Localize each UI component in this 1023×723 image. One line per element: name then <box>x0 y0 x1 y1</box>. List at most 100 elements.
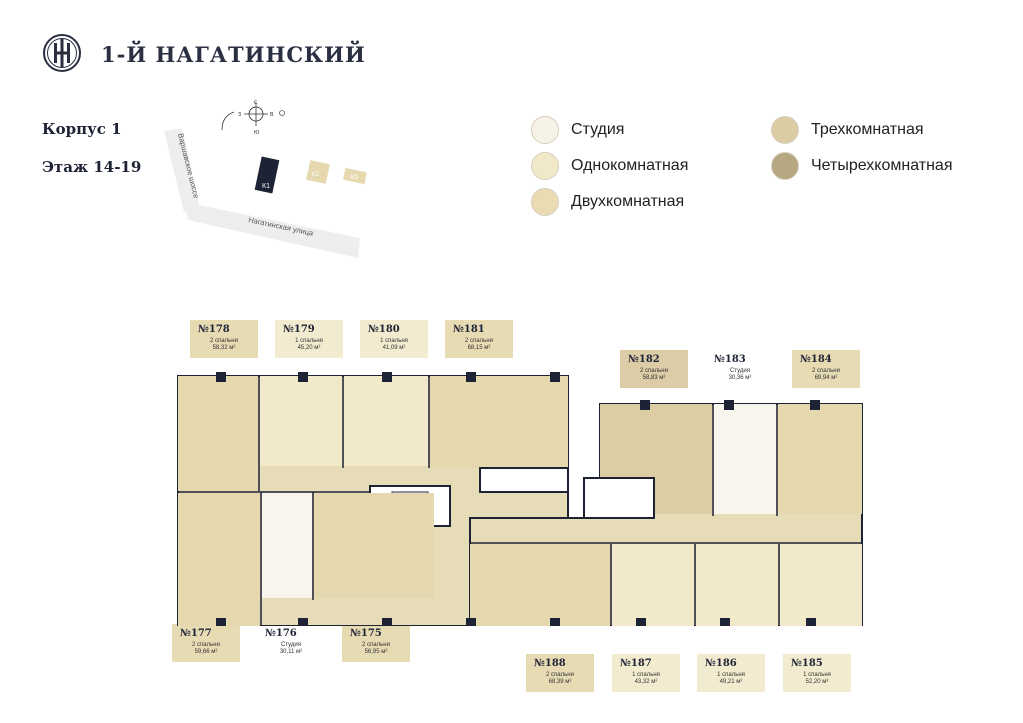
legend-swatch <box>771 152 799 180</box>
apartment-number: №182 <box>628 354 660 365</box>
apartment-area: 69,94 м² <box>814 375 838 381</box>
apartment-card-185[interactable]: №185 1 спальня 52,20 м² <box>783 654 851 692</box>
apartment-number: №177 <box>180 628 212 639</box>
apartment-type: Студия <box>729 368 751 374</box>
apt-fill-186[interactable] <box>696 544 778 626</box>
apt-fill-177[interactable] <box>178 493 260 626</box>
apt-fill-175[interactable] <box>314 493 434 598</box>
compass-icon: С Ю З В <box>221 100 285 136</box>
floor-plan <box>177 372 863 626</box>
apartment-area: 49,21 м² <box>719 679 743 685</box>
legend-swatch <box>531 152 559 180</box>
core-right <box>583 477 655 519</box>
apt-fill-187[interactable] <box>612 544 694 626</box>
apartment-card-175[interactable]: №175 2 спальни 56,95 м² <box>342 624 410 662</box>
apartment-number: №178 <box>198 324 230 335</box>
elevator-block <box>479 467 569 493</box>
apartment-number: №185 <box>791 658 823 669</box>
apartment-card-186[interactable]: №186 1 спальня 49,21 м² <box>697 654 765 692</box>
brand-logo-icon <box>43 34 81 72</box>
apartment-area: 58,32 м² <box>212 345 236 351</box>
apt-fill-180[interactable] <box>344 376 428 466</box>
apartment-number: №175 <box>350 628 382 639</box>
apartment-type: 2 спальни <box>210 338 238 344</box>
apartment-card-180[interactable]: №180 1 спальня 41,09 м² <box>360 320 428 358</box>
apartment-type: 2 спальни <box>546 672 574 678</box>
apartment-type: 2 спальни <box>812 368 840 374</box>
legend-item-two-room: Двухкомнатная <box>531 188 684 216</box>
legend-label: Двухкомнатная <box>571 193 685 210</box>
apartment-type: 1 спальня <box>717 672 745 678</box>
apartment-card-178[interactable]: №178 2 спальни 58,32 м² <box>190 320 258 358</box>
building-k3-label: К3 <box>351 175 358 181</box>
legend-swatch <box>531 116 559 144</box>
compass-north: С <box>254 100 258 106</box>
apartment-card-181[interactable]: №181 2 спальни 68,15 м² <box>445 320 513 358</box>
apartment-card-188[interactable]: №188 2 спальни 68,39 м² <box>526 654 594 692</box>
apartment-area: 30,36 м² <box>728 375 752 381</box>
building-k1 <box>254 156 280 194</box>
building-k2-label: К2 <box>312 172 319 178</box>
apt-fill-184[interactable] <box>778 404 862 514</box>
apartment-type: 1 спальня <box>632 672 660 678</box>
apartment-card-179[interactable]: №179 1 спальня 45,20 м² <box>275 320 343 358</box>
apartment-type: Студия <box>280 642 302 648</box>
apartment-type: 2 спальни <box>192 642 220 648</box>
apartment-type: 2 спальни <box>640 368 668 374</box>
floors-label: Этаж 14-19 <box>42 158 142 176</box>
brand-title: 1-Й НАГАТИНСКИЙ <box>101 42 366 67</box>
legend-item-four-room: Четырехкомнатная <box>771 152 953 180</box>
korpus-label: Корпус 1 <box>42 120 122 138</box>
apartment-area: 45,20 м² <box>297 345 321 351</box>
apartment-type: 1 спальня <box>295 338 323 344</box>
apartment-number: №184 <box>800 354 832 365</box>
apartment-card-182[interactable]: №182 2 спальни 58,83 м² <box>620 350 688 388</box>
apartment-area: 68,15 м² <box>467 345 491 351</box>
building-k3 <box>342 167 368 185</box>
apartment-area: 41,09 м² <box>382 345 406 351</box>
apartment-number: №187 <box>620 658 652 669</box>
apt-fill-178[interactable] <box>178 376 258 491</box>
legend-swatch <box>771 116 799 144</box>
site-map: Варшавское шоссе Нагатинская улица К1 К2… <box>164 100 368 258</box>
apartment-area: 68,39 м² <box>548 679 572 685</box>
apartment-card-177[interactable]: №177 2 спальни 59,66 м² <box>172 624 240 662</box>
apartment-number: №180 <box>368 324 400 335</box>
apartment-type: 1 спальня <box>803 672 831 678</box>
compass-west: З <box>238 112 241 118</box>
legend-swatch <box>531 188 559 216</box>
legend-label: Однокомнатная <box>571 157 689 174</box>
apt-fill-179[interactable] <box>260 376 342 466</box>
building-k2 <box>306 160 330 184</box>
compass-south: Ю <box>254 130 260 136</box>
legend-label: Студия <box>571 121 625 138</box>
apartment-type: 1 спальня <box>380 338 408 344</box>
apartment-number: №176 <box>265 628 297 639</box>
apt-fill-188[interactable] <box>470 544 610 626</box>
apartment-area: 30,11 м² <box>279 649 303 655</box>
legend-label: Трехкомнатная <box>811 121 924 138</box>
apartment-card-183[interactable]: №183 Студия 30,36 м² <box>706 350 774 388</box>
apartment-number: №188 <box>534 658 566 669</box>
legend-item-three-room: Трехкомнатная <box>771 116 924 144</box>
apartment-area: 59,66 м² <box>194 649 218 655</box>
legend-label: Четырехкомнатная <box>811 157 953 174</box>
apartment-area: 56,95 м² <box>364 649 388 655</box>
apartment-area: 58,83 м² <box>642 375 666 381</box>
apartment-card-184[interactable]: №184 2 спальни 69,94 м² <box>792 350 860 388</box>
legend-item-one-room: Однокомнатная <box>531 152 688 180</box>
apt-fill-183[interactable] <box>714 404 776 514</box>
building-k1-label: К1 <box>262 183 270 190</box>
apartment-type: 2 спальни <box>362 642 390 648</box>
apt-fill-176[interactable] <box>262 493 312 598</box>
legend-item-studio: Студия <box>531 116 624 144</box>
apartment-number: №186 <box>705 658 737 669</box>
apartment-card-176[interactable]: №176 Студия 30,11 м² <box>257 624 325 662</box>
apt-fill-185[interactable] <box>780 544 862 626</box>
apt-fill-181[interactable] <box>430 376 568 468</box>
apartment-type: 2 спальни <box>465 338 493 344</box>
apartment-area: 52,20 м² <box>805 679 829 685</box>
apartment-card-187[interactable]: №187 1 спальня 43,32 м² <box>612 654 680 692</box>
apartment-number: №183 <box>714 354 746 365</box>
apartment-number: №179 <box>283 324 315 335</box>
